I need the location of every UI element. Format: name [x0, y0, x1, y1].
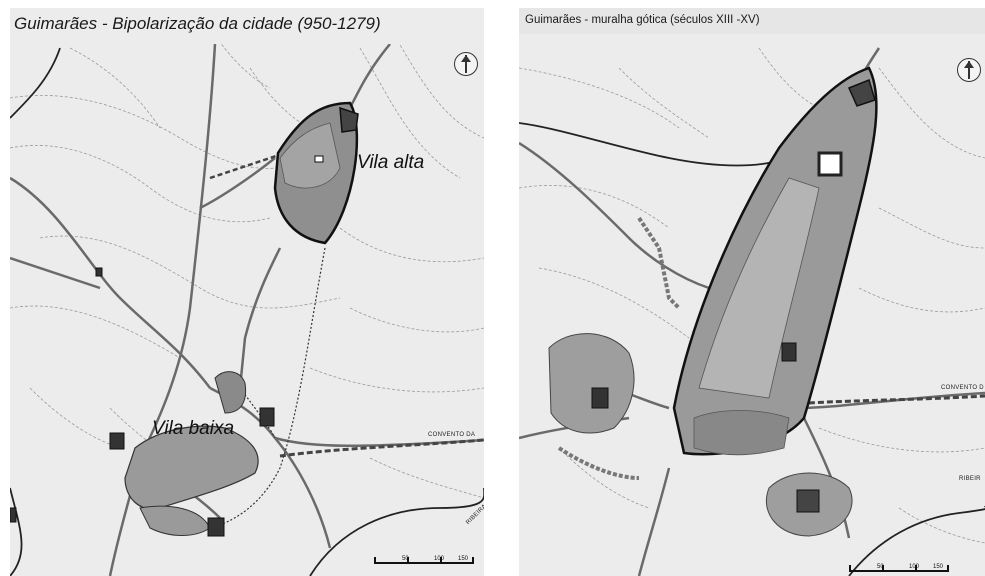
- vila-baixa-label: Vila baixa: [152, 418, 235, 439]
- scale-line: [849, 570, 949, 572]
- suburb-fringe-south: [557, 446, 640, 480]
- roads: [10, 43, 484, 576]
- town-blocks: [698, 177, 820, 399]
- scale-tick: [374, 557, 376, 564]
- scale-tick: [407, 557, 409, 564]
- scale-bar: 50 100 150: [849, 556, 949, 576]
- chapel-marker: [314, 155, 324, 163]
- scale-label: 100: [909, 564, 920, 570]
- dashed-road-north: [209, 146, 301, 180]
- west-building: [591, 387, 609, 409]
- right-map-drawing: [519, 47, 985, 576]
- vila-baixa-south-blocks: [139, 505, 211, 536]
- vila-alta-label: Vila alta: [357, 152, 425, 173]
- left-map-title: Guimarães - Bipolarização da cidade (950…: [14, 14, 381, 33]
- ribeira-road-label: RIBEIR: [959, 476, 981, 482]
- castle-marker: [339, 106, 359, 133]
- church-marker: [781, 342, 797, 362]
- town-lower-blocks: [693, 410, 790, 456]
- convent-road-label: CONVENTO D: [941, 385, 984, 391]
- right-map-title: Guimarães - muralha gótica (séculos XIII…: [525, 14, 760, 26]
- buildings: [10, 267, 275, 537]
- north-arrow-icon: [454, 52, 478, 76]
- suburb-fringe: [637, 216, 681, 310]
- right-map-panel: Guimarães - muralha gótica (séculos XIII…: [519, 8, 985, 576]
- vila-alta-blocks: [279, 122, 341, 189]
- left-title-bar: Guimarães - Bipolarização da cidade (950…: [10, 8, 484, 44]
- south-building: [796, 489, 820, 513]
- scale-tick: [947, 565, 949, 572]
- scale-label: 150: [933, 564, 944, 570]
- scale-line: [374, 562, 474, 564]
- vila-baixa-north-blocks: [214, 371, 247, 414]
- convent-road: [279, 438, 484, 458]
- scale-label: 100: [434, 556, 445, 562]
- west-district: [548, 333, 635, 434]
- left-map-drawing: [10, 27, 484, 576]
- right-title-bar: Guimarães - muralha gótica (séculos XIII…: [519, 8, 985, 34]
- scale-tick: [849, 565, 851, 572]
- scale-bar: 50 100 150: [374, 548, 474, 570]
- streams: [519, 122, 985, 576]
- scale-tick: [440, 557, 442, 564]
- convent-road-label: CONVENTO DA: [428, 432, 476, 438]
- castle-marker: [847, 78, 876, 107]
- scale-tick: [882, 565, 884, 572]
- scale-label: 150: [458, 556, 469, 562]
- streams: [10, 47, 484, 576]
- palace-marker: [817, 151, 843, 177]
- scale-label: 50: [877, 564, 884, 570]
- scale-tick: [472, 557, 474, 564]
- left-map-panel: Guimarães - Bipolarização da cidade (950…: [10, 8, 484, 576]
- scale-tick: [915, 565, 917, 572]
- north-arrow-icon: [957, 58, 981, 82]
- scale-label: 50: [402, 556, 409, 562]
- contour-lines: [10, 27, 484, 499]
- convent-road: [808, 394, 985, 405]
- dotted-links: [209, 247, 326, 529]
- contour-lines: [519, 47, 985, 544]
